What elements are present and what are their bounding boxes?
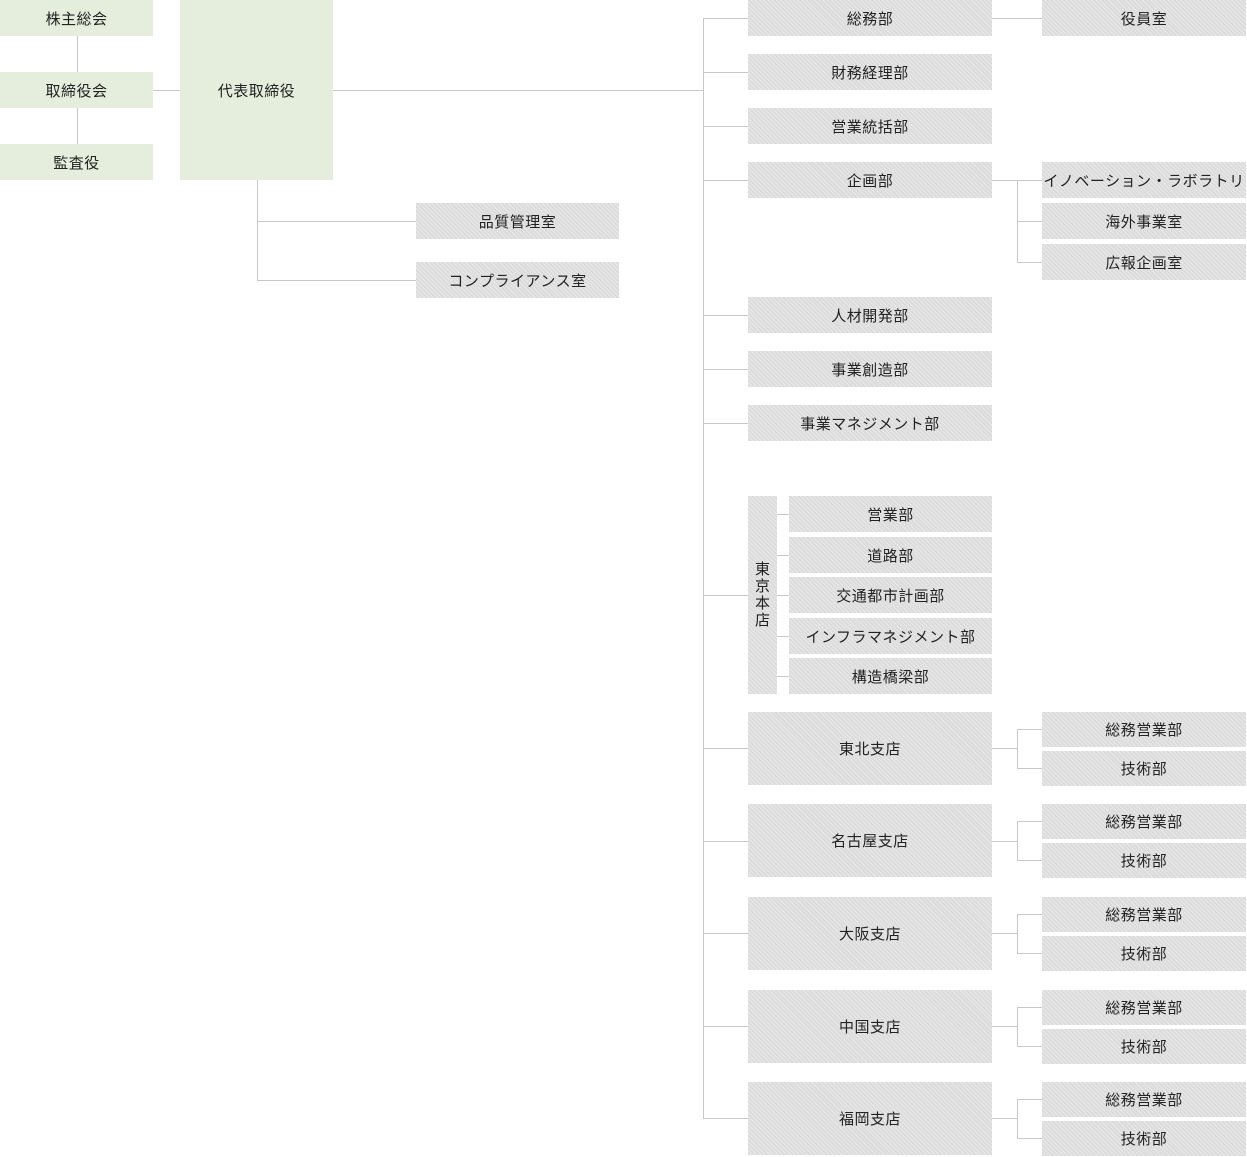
chugoku-branch-box: 中国支店 [748,990,992,1063]
tokyo-head-office-box: 東京本店 [748,496,777,694]
chugoku-admin-sales-box: 総務営業部 [1042,990,1246,1025]
connector-line [1017,953,1042,954]
connector-line [703,595,748,596]
connector-line [703,72,748,73]
connector-line [1017,860,1042,861]
connector-line [1017,768,1042,769]
connector-line [777,514,789,515]
business-creation-box: 事業創造部 [748,351,992,387]
connector-line [703,1026,748,1027]
connector-line [703,423,748,424]
connector-line [1017,1138,1042,1139]
fukuoka-branch-box: 福岡支店 [748,1082,992,1155]
fukuoka-admin-sales-box: 総務営業部 [1042,1082,1246,1117]
board-of-directors-box: 取締役会 [0,72,153,108]
tokyo-sales-box: 営業部 [789,496,992,532]
business-management-box: 事業マネジメント部 [748,405,992,441]
connector-line [1017,729,1042,730]
tohoku-admin-sales-box: 総務営業部 [1042,712,1246,747]
nagoya-branch-box: 名古屋支店 [748,804,992,877]
pr-planning-box: 広報企画室 [1042,244,1246,280]
connector-line [703,315,748,316]
connector-line [257,180,258,280]
connector-line [1017,221,1042,222]
sales-control-box: 営業統括部 [748,108,992,144]
osaka-technical-box: 技術部 [1042,936,1246,971]
connector-line [333,90,703,91]
connector-line [1017,914,1042,915]
auditor-box: 監査役 [0,144,153,180]
shareholders-meeting-box: 株主総会 [0,0,153,36]
connector-line [777,555,789,556]
tokyo-structure-bridge-box: 構造橋梁部 [789,658,992,694]
connector-line [992,933,1017,934]
chugoku-technical-box: 技術部 [1042,1029,1246,1064]
connector-line [153,90,180,91]
connector-line [1017,821,1018,860]
connector-line [1017,914,1018,953]
connector-line [703,180,748,181]
connector-line [1017,1007,1018,1046]
tohoku-branch-box: 東北支店 [748,712,992,785]
connector-line [77,108,78,144]
hr-development-box: 人材開発部 [748,297,992,333]
connector-line [703,933,748,934]
connector-line [1017,262,1042,263]
connector-line [777,595,789,596]
osaka-admin-sales-box: 総務営業部 [1042,897,1246,932]
connector-line [703,748,748,749]
osaka-branch-box: 大阪支店 [748,897,992,970]
innovation-lab-box: イノベーション・ラボラトリ [1042,162,1246,198]
connector-line [992,748,1017,749]
connector-line [777,636,789,637]
compliance-office-box: コンプライアンス室 [416,262,619,298]
ceo-box: 代表取締役 [180,0,333,180]
connector-line [77,36,78,72]
overseas-business-box: 海外事業室 [1042,203,1246,239]
connector-line [257,280,416,281]
connector-line [1017,821,1042,822]
quality-management-office-box: 品質管理室 [416,203,619,239]
nagoya-technical-box: 技術部 [1042,843,1246,878]
connector-line [992,841,1017,842]
connector-line [703,369,748,370]
connector-line [703,18,748,19]
connector-line [703,841,748,842]
connector-line [992,1026,1017,1027]
tohoku-technical-box: 技術部 [1042,751,1246,786]
connector-line [1017,729,1018,768]
nagoya-admin-sales-box: 総務営業部 [1042,804,1246,839]
connector-line [257,221,416,222]
connector-line [703,126,748,127]
finance-box: 財務経理部 [748,54,992,90]
officers-office-box: 役員室 [1042,0,1246,36]
connector-line [703,18,704,1119]
planning-box: 企画部 [748,162,992,198]
connector-line [992,1118,1017,1119]
connector-line [1017,1046,1042,1047]
tokyo-urban-planning-box: 交通都市計画部 [789,577,992,613]
general-affairs-box: 総務部 [748,0,992,36]
tokyo-infra-management-box: インフラマネジメント部 [789,618,992,654]
tokyo-road-box: 道路部 [789,537,992,573]
connector-line [992,18,1042,19]
connector-line [1017,1099,1042,1100]
fukuoka-technical-box: 技術部 [1042,1121,1246,1156]
connector-line [1017,1099,1018,1138]
connector-line [703,1118,748,1119]
connector-line [1017,1007,1042,1008]
connector-line [777,676,789,677]
